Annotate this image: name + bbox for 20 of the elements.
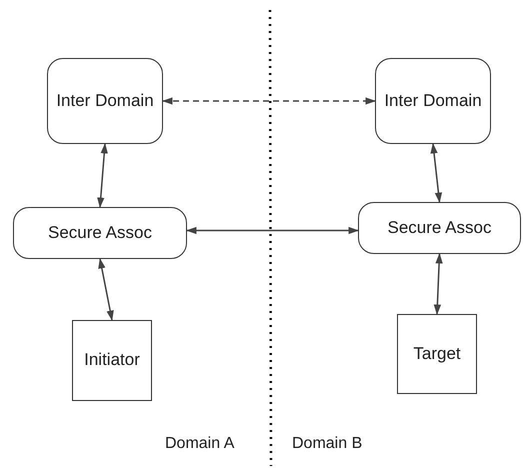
process-box bbox=[13, 207, 187, 259]
node-label: Target bbox=[412, 342, 462, 365]
process-box bbox=[375, 58, 491, 144]
arrow bbox=[430, 142, 442, 204]
arrow bbox=[98, 258, 114, 322]
node-label: Inter Domain bbox=[55, 90, 155, 112]
process-box bbox=[358, 202, 521, 254]
entity-box bbox=[397, 314, 477, 394]
arrow bbox=[162, 97, 376, 105]
entity-box bbox=[72, 320, 152, 401]
arrow bbox=[434, 252, 443, 316]
process-box bbox=[47, 58, 163, 144]
node-label: Initiator bbox=[83, 349, 141, 372]
node-label: Secure Assoc bbox=[47, 222, 153, 244]
region-label: Domain A bbox=[165, 435, 234, 453]
node-label: Inter Domain bbox=[383, 90, 483, 112]
arrow bbox=[186, 226, 360, 234]
node-label: Secure Assoc bbox=[386, 216, 492, 239]
region-label: Domain B bbox=[292, 435, 362, 453]
arrow bbox=[97, 142, 108, 208]
